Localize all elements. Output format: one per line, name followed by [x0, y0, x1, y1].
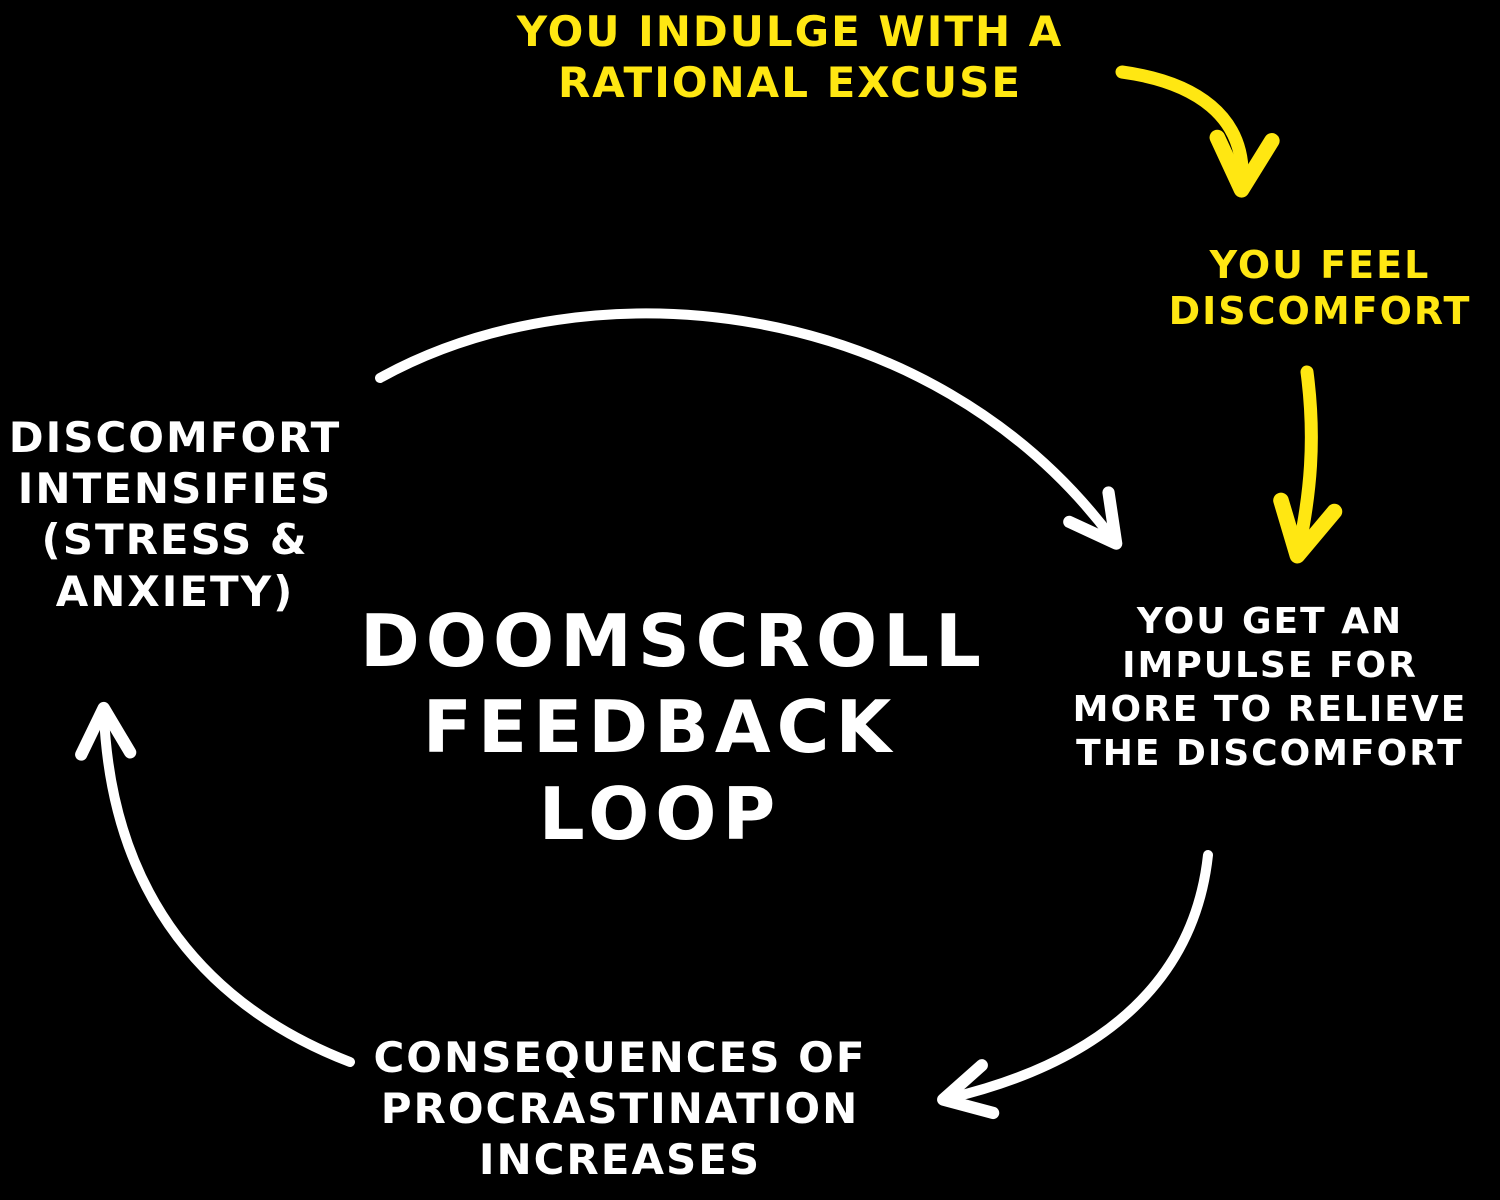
node-intensifies-label: Discomfort intensifies (stress & anxiety…	[0, 412, 350, 617]
node-intensifies-line-1: Discomfort	[8, 413, 342, 462]
yellow-down-arrow	[1273, 365, 1343, 564]
node-impulse-line-1: You get an	[1136, 601, 1404, 642]
node-discomfort-line-1: You feel	[1209, 243, 1431, 287]
node-impulse-line-3: more to relieve	[1072, 688, 1468, 730]
diagram-title-line-3: Loop	[538, 771, 782, 856]
yellow-curve-arrow	[1115, 65, 1280, 198]
node-indulge-label: You indulge with a rational excuse	[470, 6, 1110, 108]
node-impulse-line-2: impulse for	[1122, 644, 1418, 686]
node-intensifies-line-2: intensifies	[17, 464, 333, 514]
node-impulse-line-4: the discomfort	[1076, 732, 1464, 774]
node-indulge-line-2: rational excuse	[557, 58, 1023, 108]
node-consequences-line-2: procrastination	[380, 1084, 860, 1134]
diagram-title-line-1: DoomScroll	[360, 599, 987, 683]
arc-left-arrow	[75, 701, 355, 1067]
node-impulse-label: You get an impulse for more to relieve t…	[1040, 600, 1500, 776]
node-intensifies-line-3: (stress &	[41, 515, 309, 565]
node-consequences-label: Consequences of procrastination increase…	[320, 1032, 920, 1186]
node-indulge-line-1: You indulge with a	[516, 7, 1064, 56]
node-discomfort-label: You feel discomfort	[1155, 242, 1485, 335]
node-discomfort-line-2: discomfort	[1168, 289, 1472, 334]
arc-bottom-right-arrow	[937, 850, 1213, 1120]
diagram-title-line-2: Feedback	[422, 685, 898, 770]
arc-top-arrow	[375, 308, 1123, 550]
node-intensifies-line-4: anxiety)	[55, 566, 295, 616]
node-consequences-line-3: increases	[478, 1135, 762, 1185]
node-consequences-line-1: Consequences of	[373, 1033, 867, 1082]
diagram-title: DoomScroll Feedback Loop	[360, 598, 987, 857]
